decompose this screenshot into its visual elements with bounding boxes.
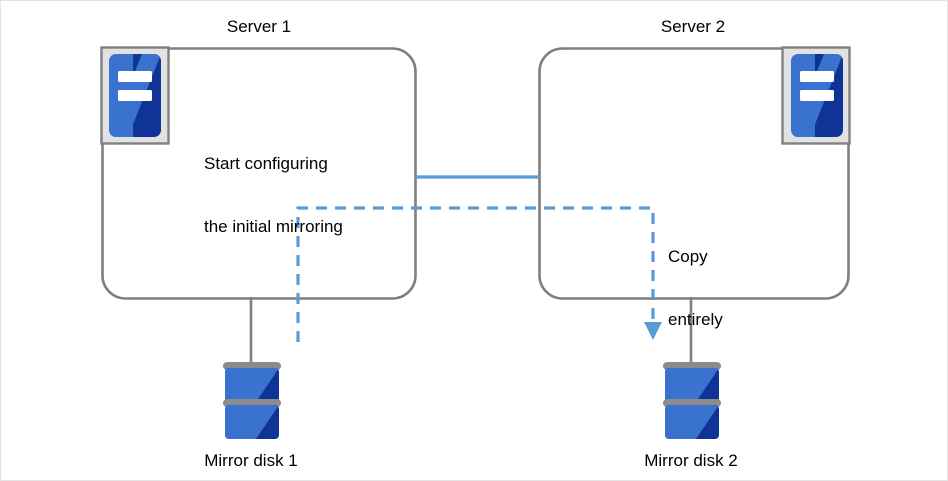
disk-stack-icon [223,362,281,439]
server-icon [781,46,851,145]
mirror-disk-2-label: Mirror disk 2 [644,451,738,470]
copy-flow-note-line-2: entirely [668,310,723,329]
disk-stack-icon [663,362,721,439]
copy-flow-arrow [296,206,662,342]
server-1-title: Server 1 [226,17,292,36]
mirror-disk-1-label: Mirror disk 1 [204,451,298,470]
copy-flow-note: Copy entirely [668,204,723,372]
server-1-note: Start configuring the initial mirroring [204,111,343,279]
server-icon [100,46,170,145]
server-1-note-line-1: Start configuring [204,154,328,173]
server-2-title: Server 2 [660,17,726,36]
copy-flow-note-line-1: Copy [668,247,708,266]
server-2-box[interactable] [538,47,850,300]
server-1-note-line-2: the initial mirroring [204,217,343,236]
server-1-box[interactable] [101,47,417,300]
